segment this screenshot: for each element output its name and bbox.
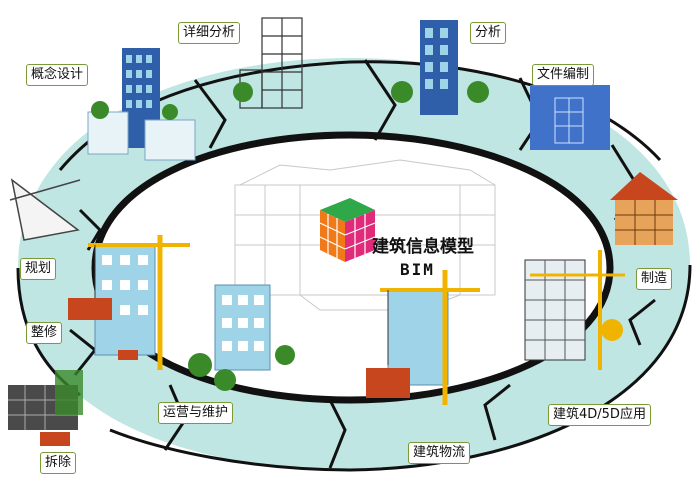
stage-label-construction-4d5d: 建筑4D/5D应用: [548, 404, 651, 426]
stage-label-demolition: 拆除: [40, 452, 77, 474]
diagram-subtitle: BIM: [400, 260, 435, 279]
rubik-cube-icon: [319, 198, 376, 262]
stage-label-operations: 运营与维护: [158, 402, 234, 424]
demolition-scaffold: [8, 370, 83, 446]
planning-drafting-tools: [9, 178, 81, 241]
stage-label-logistics: 建筑物流: [408, 442, 471, 464]
construction-crane-left: [68, 235, 190, 370]
manufacturing-house: [610, 172, 678, 245]
stage-label-analysis: 分析: [470, 22, 507, 44]
stage-label-planning: 规划: [20, 258, 57, 280]
stage-label-renovation: 整修: [26, 322, 63, 344]
stage-label-detail: 详细分析: [178, 22, 241, 44]
operations-buildings: [188, 284, 295, 391]
stage-label-concept: 概念设计: [26, 64, 89, 86]
detail-analysis-wireframe: [239, 17, 303, 109]
concept-design-buildings: [87, 48, 196, 161]
diagram-title: 建筑信息模型: [372, 237, 474, 257]
tree-icon: [233, 82, 253, 102]
documentation-blueprint: [530, 85, 610, 150]
construction-4d5d-building: [524, 250, 625, 370]
stage-label-docs: 文件编制: [532, 64, 595, 86]
stage-label-manufacture: 制造: [636, 268, 673, 290]
construction-crane-center: [366, 270, 480, 405]
analysis-tower: [391, 20, 489, 115]
